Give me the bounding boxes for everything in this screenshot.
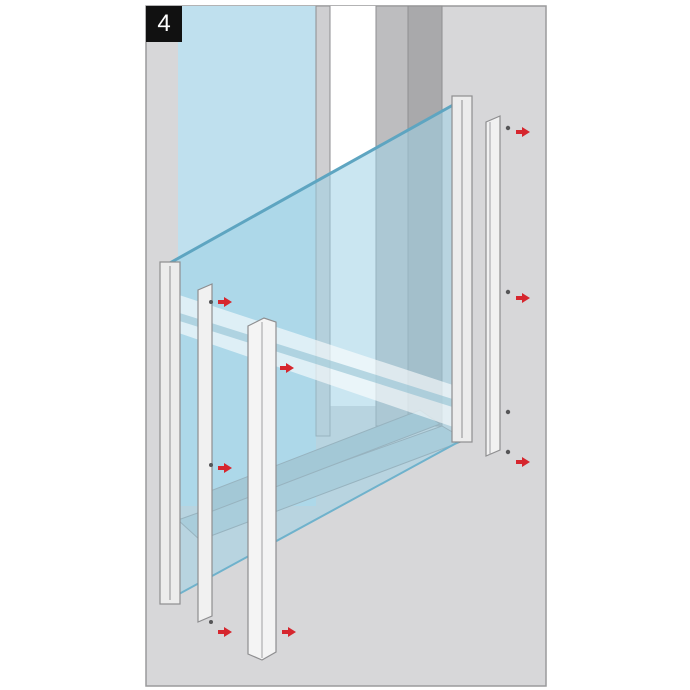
arrow-right-icon [218,297,232,307]
step-number-badge: 4 [146,6,182,42]
arrow-right-icon [218,627,232,637]
cover-profile-left [197,283,213,623]
glass-top-edge [167,98,463,266]
arrow-right-icon [516,127,530,137]
arrow-right-icon [280,363,294,373]
arrow-right-icon [516,457,530,467]
arrow-right-icon [282,627,296,637]
glass-reflection-thin [170,310,462,410]
arrow-right-icon [516,293,530,303]
arrow-right-icon [218,463,232,473]
cover-profile-right [485,115,501,457]
screw-icon [209,125,511,624]
